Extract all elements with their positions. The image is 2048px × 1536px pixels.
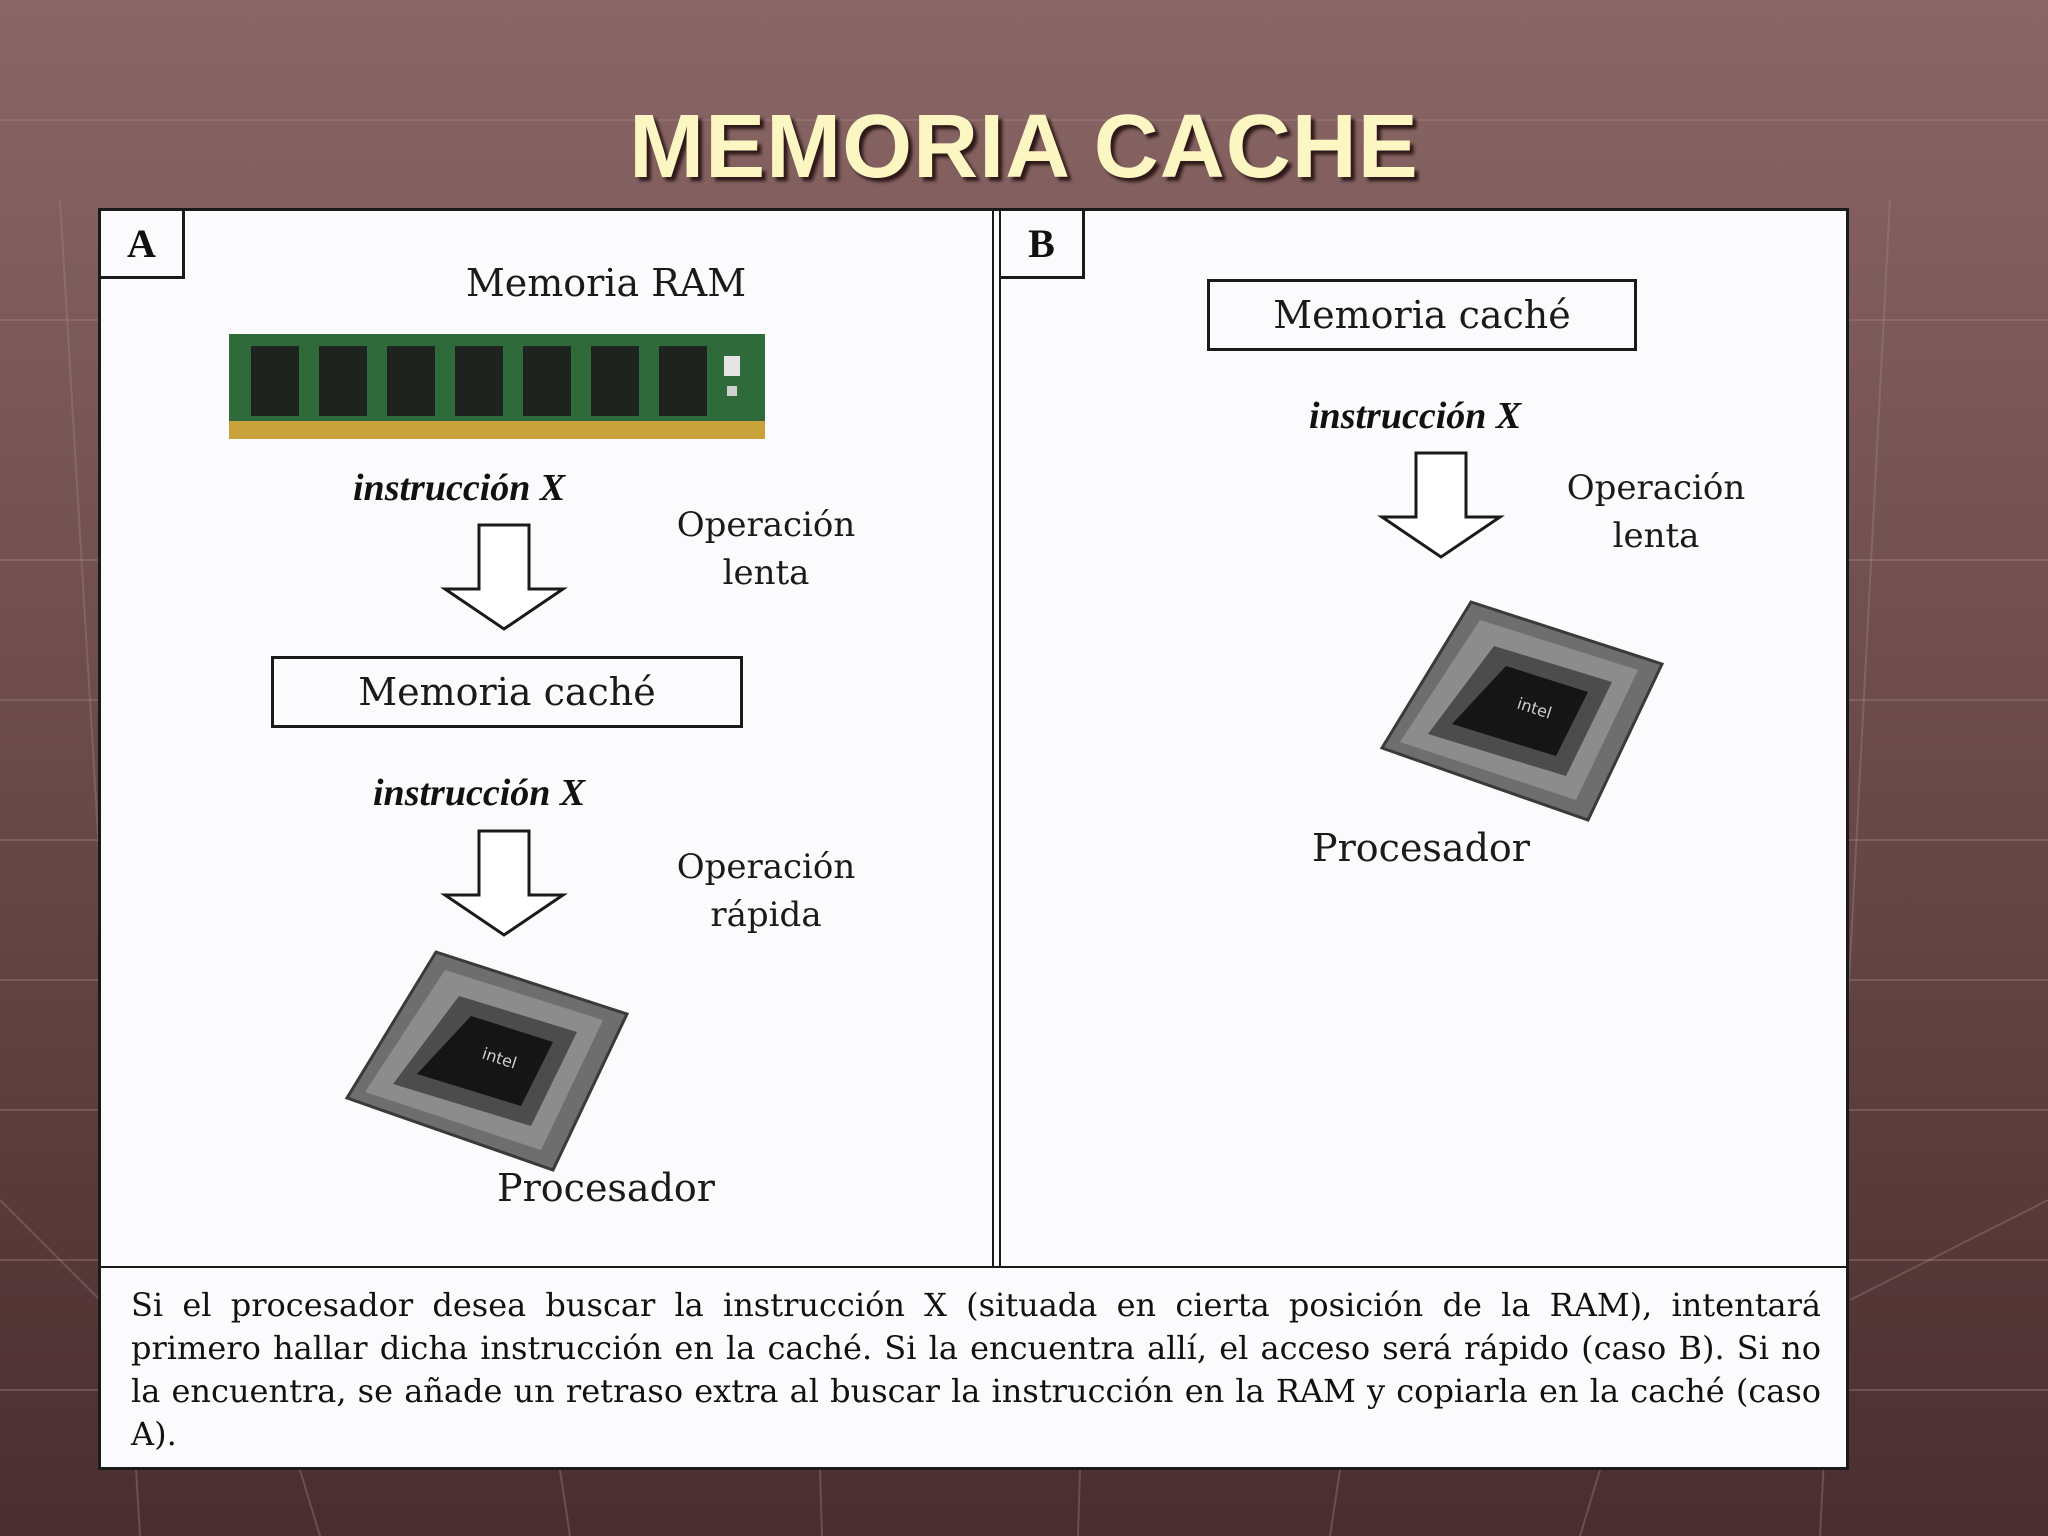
op-slow-line1: Operación bbox=[676, 505, 856, 545]
op-slow-text: Operación lenta bbox=[656, 501, 876, 597]
panel-divider bbox=[992, 211, 1001, 1266]
op-fast-line1: Operación bbox=[676, 847, 856, 887]
op-b-line2: lenta bbox=[1612, 516, 1700, 556]
processor-label-b: Procesador bbox=[1312, 826, 1530, 870]
panel-b: B Memoria caché instrucción X Operación … bbox=[1001, 211, 1846, 1266]
cache-box-a: Memoria caché bbox=[271, 656, 743, 728]
processor-chip-icon: intel bbox=[1379, 600, 1665, 822]
cache-box-b: Memoria caché bbox=[1207, 279, 1637, 351]
op-fast-line2: rápida bbox=[710, 895, 822, 935]
cache-diagram-figure: A Memoria RAM instrucción X bbox=[98, 208, 1849, 1470]
ram-module-icon bbox=[229, 334, 765, 439]
processor-label-a: Procesador bbox=[497, 1166, 715, 1210]
op-b-text: Operación lenta bbox=[1546, 464, 1766, 560]
instruction-label-2: instrucción X bbox=[373, 772, 586, 814]
figure-caption: Si el procesador desea buscar la instruc… bbox=[131, 1286, 1821, 1453]
down-arrow-icon bbox=[440, 523, 568, 631]
down-arrow-icon bbox=[440, 829, 568, 937]
caption-separator bbox=[101, 1266, 1846, 1268]
panel-b-letter: B bbox=[1001, 211, 1085, 279]
panel-a: A Memoria RAM instrucción X bbox=[101, 211, 992, 1266]
ram-label: Memoria RAM bbox=[465, 261, 747, 305]
instruction-label-1: instrucción X bbox=[353, 467, 566, 509]
down-arrow-icon bbox=[1377, 451, 1505, 559]
instruction-label-b: instrucción X bbox=[1309, 395, 1522, 437]
processor-chip-icon: intel bbox=[344, 950, 630, 1172]
op-fast-text: Operación rápida bbox=[656, 843, 876, 939]
op-slow-line2: lenta bbox=[722, 553, 810, 593]
panel-a-letter: A bbox=[101, 211, 185, 279]
slide-title: MEMORIA CACHE bbox=[629, 97, 1419, 197]
op-b-line1: Operación bbox=[1566, 468, 1746, 508]
